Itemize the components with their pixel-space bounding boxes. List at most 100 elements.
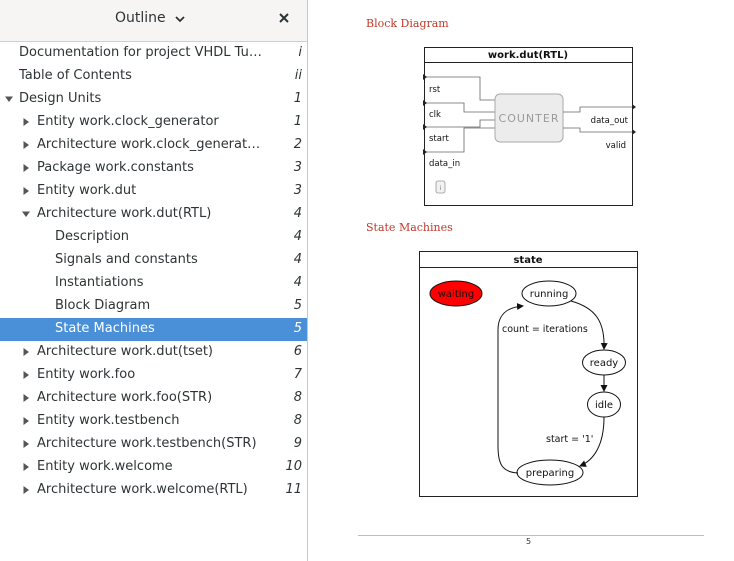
- outline-item-label: Entity work.clock_generator: [37, 114, 219, 129]
- collapsed-triangle-icon[interactable]: [21, 370, 31, 380]
- svg-text:i: i: [440, 185, 442, 192]
- outline-item[interactable]: State Machines 5: [0, 318, 307, 341]
- state-ready: ready: [590, 358, 619, 369]
- outline-item[interactable]: Architecture work.clock_generator(… 2: [0, 134, 307, 157]
- outline-item-label: Block Diagram: [55, 298, 151, 313]
- outline-item[interactable]: Table of Contents ii: [0, 65, 307, 88]
- collapsed-triangle-icon[interactable]: [21, 347, 31, 357]
- outline-item-label: Design Units: [19, 91, 102, 106]
- outline-item-label: Architecture work.welcome(RTL): [37, 482, 248, 497]
- outline-item[interactable]: Entity work.testbench 8: [0, 410, 307, 433]
- outline-item-label: Entity work.dut: [37, 183, 137, 198]
- block-diagram: work.dut(RTL) rst clk start data_in COUN…: [423, 47, 636, 206]
- outline-item[interactable]: Entity work.clock_generator 1: [0, 111, 307, 134]
- outline-item[interactable]: Entity work.foo 7: [0, 364, 307, 387]
- outline-sidebar: Outline Documentation for project VHDL T…: [0, 0, 308, 561]
- outline-item-page: 4: [293, 229, 302, 244]
- outline-item-label: State Machines: [55, 321, 155, 336]
- footer-rule: [358, 535, 704, 536]
- outline-item[interactable]: Architecture work.welcome(RTL) 11: [0, 479, 307, 502]
- state-waiting: waiting: [438, 289, 474, 300]
- outline-item-label: Architecture work.dut(tset): [37, 344, 214, 359]
- outline-item-page: 5: [293, 321, 302, 336]
- state-machine-diagram: state waiting running ready idle prepari…: [419, 251, 638, 497]
- outline-item[interactable]: Design Units 1: [0, 88, 307, 111]
- outline-item-page: 11: [285, 482, 302, 497]
- outline-item-page: 6: [293, 344, 302, 359]
- outline-header: Outline: [0, 0, 307, 42]
- outline-item-label: Architecture work.testbench(STR): [37, 436, 257, 451]
- block-diagram-heading: Block Diagram: [366, 17, 449, 30]
- outline-item-label: Entity work.foo: [37, 367, 136, 382]
- outline-item-page: 5: [293, 298, 302, 313]
- outline-item-label: Entity work.testbench: [37, 413, 180, 428]
- outline-item[interactable]: Architecture work.dut(RTL) 4: [0, 203, 307, 226]
- outline-title[interactable]: Outline: [115, 10, 166, 26]
- collapsed-triangle-icon[interactable]: [21, 462, 31, 472]
- transition-count: count = iterations: [502, 324, 588, 335]
- outline-item[interactable]: Description 4: [0, 226, 307, 249]
- outline-item-label: Documentation for project VHDL Tutor…: [19, 45, 262, 60]
- outline-item-label: Description: [55, 229, 130, 244]
- page-number: 5: [526, 537, 532, 546]
- outline-item-page: 1: [293, 91, 302, 106]
- outline-item[interactable]: Signals and constants 4: [0, 249, 307, 272]
- outline-item-label: Instantiations: [55, 275, 144, 290]
- port-start: start: [429, 134, 449, 144]
- outline-item[interactable]: Architecture work.testbench(STR) 9: [0, 433, 307, 456]
- state-idle: idle: [595, 400, 613, 411]
- collapsed-triangle-icon[interactable]: [21, 439, 31, 449]
- outline-item-label: Entity work.welcome: [37, 459, 173, 474]
- state-machines-heading: State Machines: [366, 221, 453, 234]
- outline-item-page: 4: [293, 252, 302, 267]
- outline-item-page: 9: [293, 436, 302, 451]
- outline-item[interactable]: Architecture work.dut(tset) 6: [0, 341, 307, 364]
- outline-item[interactable]: Entity work.dut 3: [0, 180, 307, 203]
- state-machine-title: state: [513, 255, 542, 266]
- outline-item-page: 10: [285, 459, 302, 474]
- outline-item-label: Package work.constants: [37, 160, 194, 175]
- expanded-triangle-icon[interactable]: [21, 209, 31, 219]
- port-clk: clk: [429, 110, 441, 120]
- collapsed-triangle-icon[interactable]: [21, 117, 31, 127]
- port-data-out: data_out: [591, 116, 629, 126]
- outline-item-label: Architecture work.dut(RTL): [37, 206, 212, 221]
- chevron-down-icon[interactable]: [173, 12, 187, 26]
- outline-item-page: ii: [294, 68, 302, 83]
- state-preparing: preparing: [526, 468, 574, 479]
- outline-item-label: Architecture work.foo(STR): [37, 390, 213, 405]
- state-running: running: [530, 289, 569, 300]
- outline-item[interactable]: Entity work.welcome 10: [0, 456, 307, 479]
- outline-item-page: 1: [293, 114, 302, 129]
- collapsed-triangle-icon[interactable]: [21, 140, 31, 150]
- outline-item-page: 2: [293, 137, 302, 152]
- outline-item-page: 8: [293, 390, 302, 405]
- outline-item-label: Table of Contents: [19, 68, 132, 83]
- port-rst: rst: [429, 85, 441, 95]
- outline-item-label: Architecture work.clock_generator(…: [37, 137, 262, 152]
- outline-item-page: 3: [293, 160, 302, 175]
- outline-item[interactable]: Package work.constants 3: [0, 157, 307, 180]
- port-valid: valid: [606, 141, 626, 151]
- outline-item-page: 4: [293, 206, 302, 221]
- outline-item[interactable]: Block Diagram 5: [0, 295, 307, 318]
- collapsed-triangle-icon[interactable]: [21, 186, 31, 196]
- outline-item[interactable]: Instantiations 4: [0, 272, 307, 295]
- outline-item-page: 3: [293, 183, 302, 198]
- counter-component: COUNTER: [499, 112, 560, 125]
- outline-item-page: 7: [293, 367, 302, 382]
- expanded-triangle-icon[interactable]: [4, 94, 14, 104]
- port-data-in: data_in: [429, 159, 460, 169]
- outline-item-page: 8: [293, 413, 302, 428]
- close-icon[interactable]: [277, 11, 291, 25]
- outline-item-label: Signals and constants: [55, 252, 198, 267]
- outline-item[interactable]: Architecture work.foo(STR) 8: [0, 387, 307, 410]
- collapsed-triangle-icon[interactable]: [21, 416, 31, 426]
- outline-item-page: 4: [293, 275, 302, 290]
- collapsed-triangle-icon[interactable]: [21, 485, 31, 495]
- outline-item[interactable]: Documentation for project VHDL Tutor… i: [0, 42, 307, 65]
- collapsed-triangle-icon[interactable]: [21, 393, 31, 403]
- collapsed-triangle-icon[interactable]: [21, 163, 31, 173]
- outline-item-page: i: [298, 45, 302, 60]
- transition-start: start = '1': [546, 434, 593, 445]
